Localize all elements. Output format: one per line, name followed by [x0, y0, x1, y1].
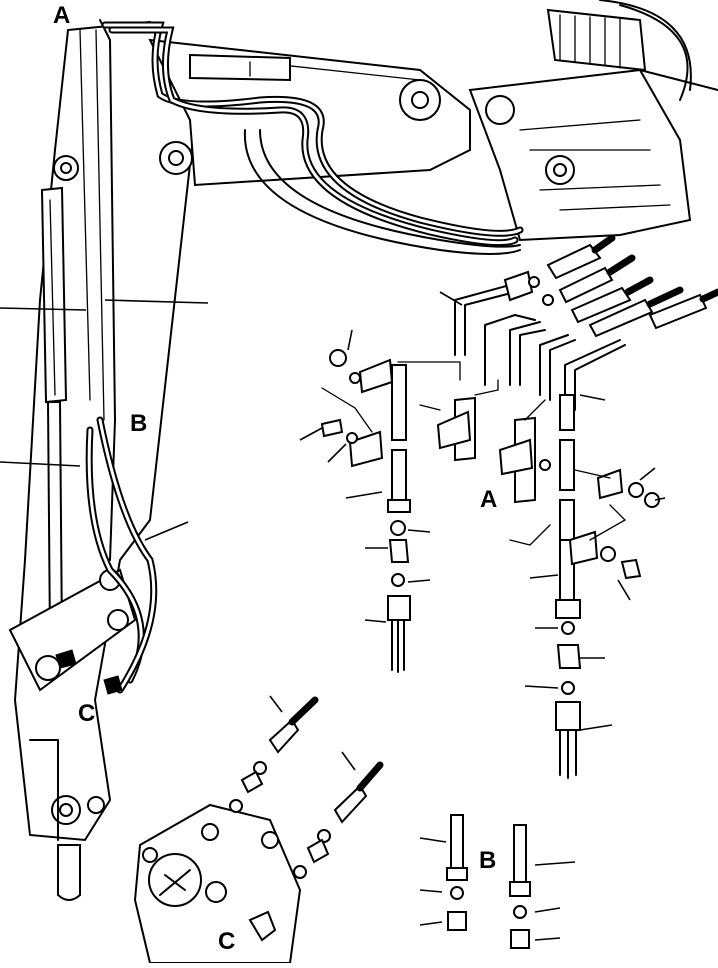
callout-b-detail: B [479, 847, 497, 874]
detail-a-piping [320, 234, 718, 779]
callout-b-arm: B [130, 410, 148, 437]
callout-a-arm-top: A [53, 2, 71, 29]
callout-c-detail: C [218, 928, 236, 955]
callout-c-arm: C [78, 700, 96, 727]
hose-routing-arm [55, 21, 524, 695]
boom-assembly [148, 0, 718, 242]
arm-leader-lines [0, 299, 209, 541]
detail-b-fittings [419, 814, 576, 949]
detail-a-leader-lines [299, 291, 666, 731]
arm-assembly [8, 19, 197, 901]
detail-c-view [133, 695, 384, 964]
hose-fitting-set [528, 234, 718, 338]
callout-a-detail: A [480, 486, 498, 513]
